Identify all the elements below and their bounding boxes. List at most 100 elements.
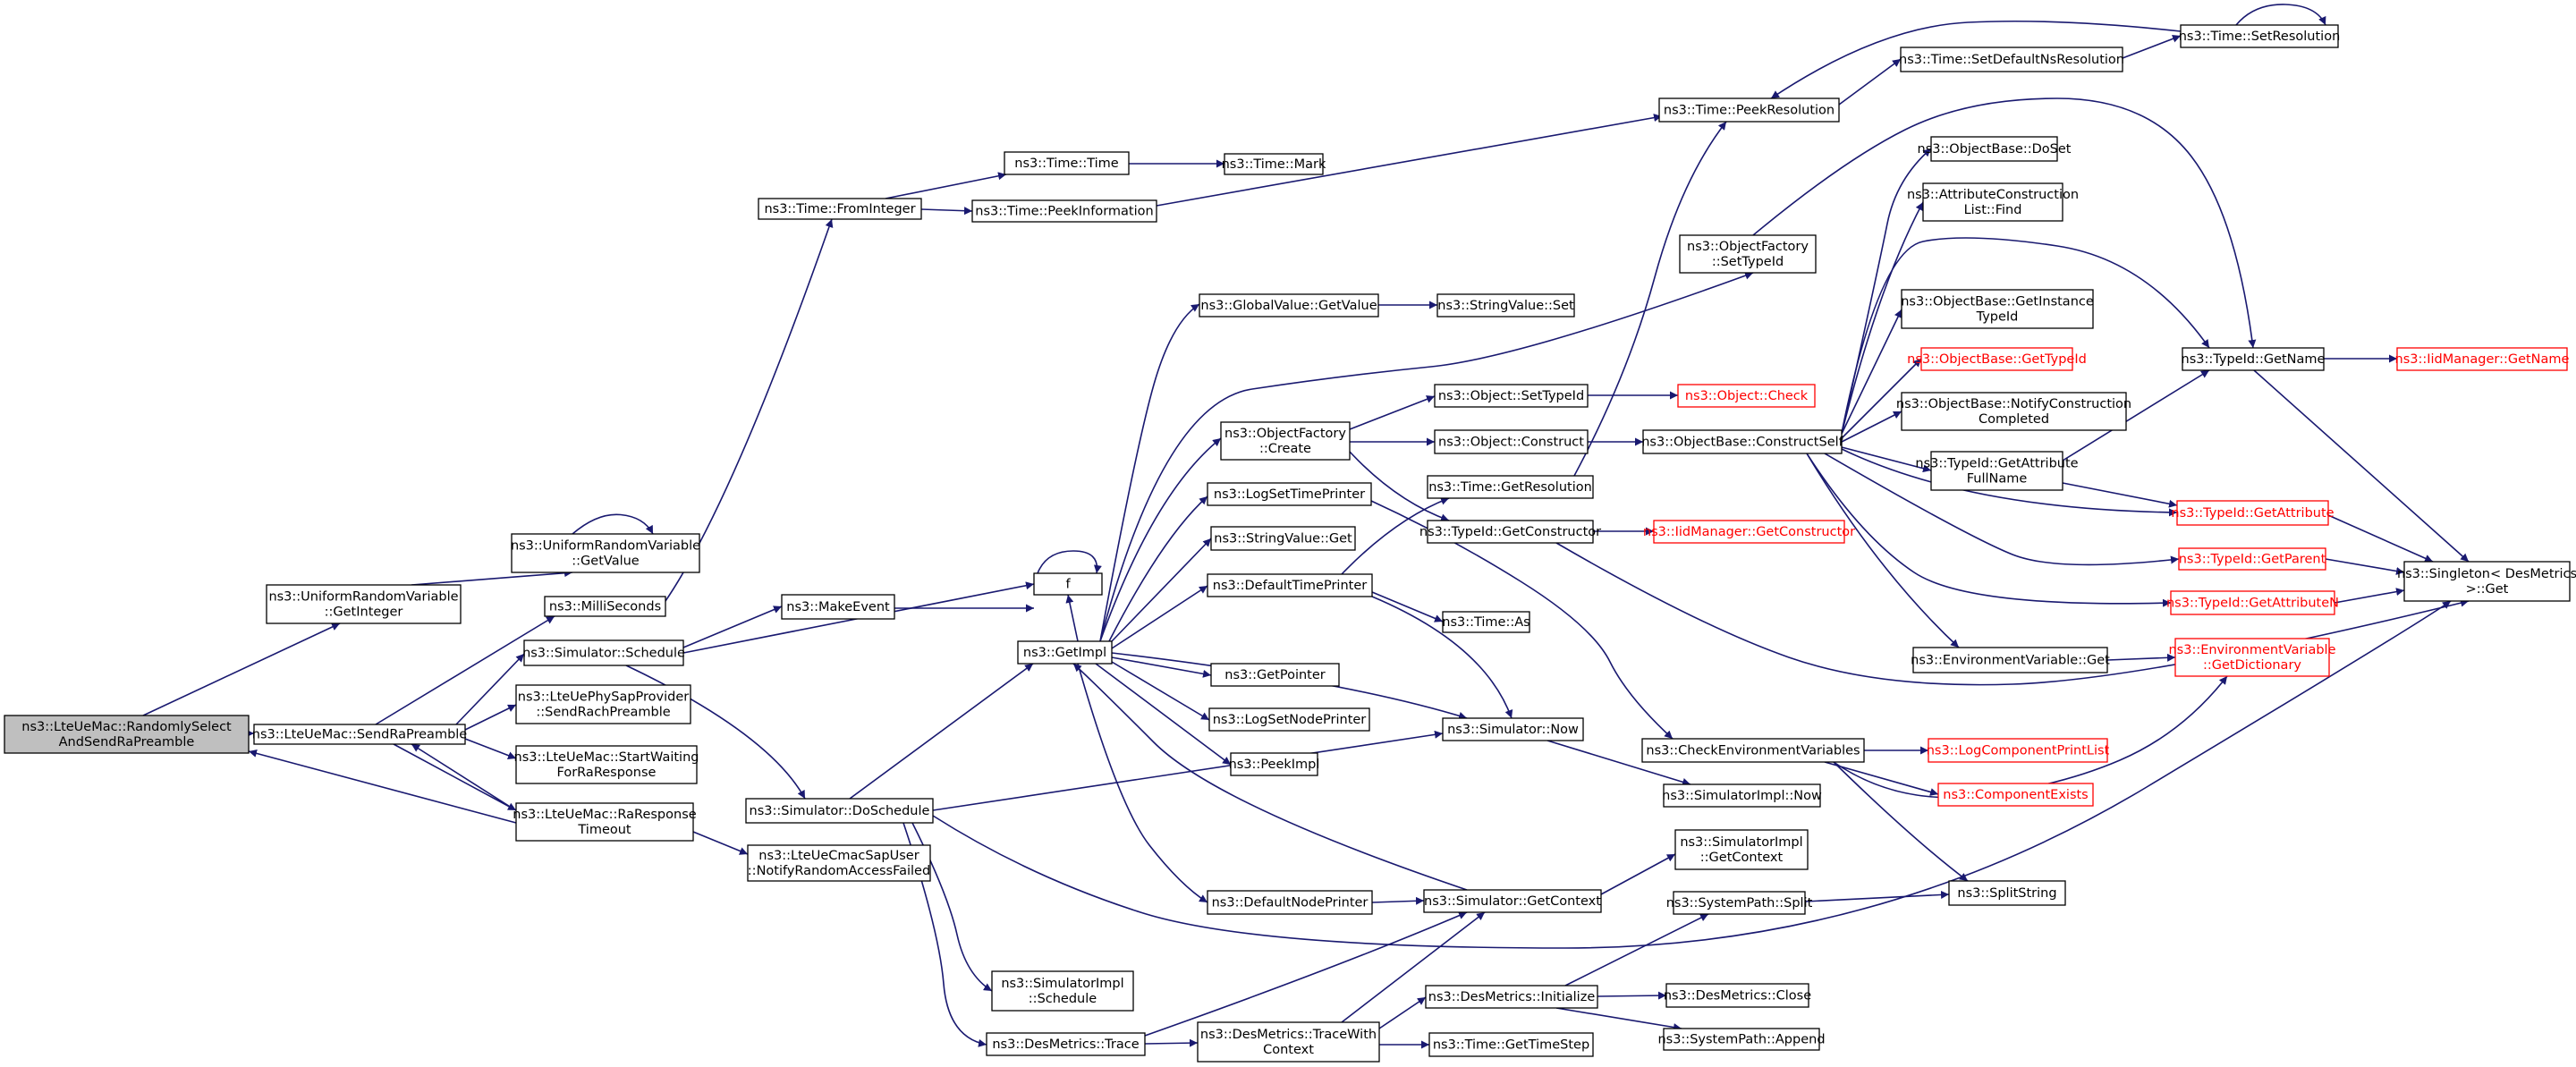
edge-layer	[142, 4, 2470, 1049]
node-label: FullName	[1967, 471, 2028, 486]
node-label: ns3::ObjectBase::DoSet	[1918, 142, 2072, 157]
node-label: List::Find	[1964, 203, 2022, 217]
node-n23[interactable]: ns3::ObjectFactory::Create	[1220, 421, 1351, 461]
node-n42[interactable]: ns3::Simulator::GetContext	[1423, 889, 1602, 913]
node-label: ns3::CheckEnvironmentVariables	[1646, 743, 1860, 758]
node-n36[interactable]: ns3::Time::GetResolution	[1427, 475, 1594, 499]
node-n38[interactable]: ns3::IidManager::GetConstructor	[1643, 520, 1855, 544]
node-n16[interactable]: ns3::MakeEvent	[781, 594, 895, 620]
edge-n15-to-n13	[1770, 20, 2182, 99]
edge-n0-to-n2	[142, 622, 341, 716]
node-n3[interactable]: ns3::UniformRandomVariable::GetValue	[511, 533, 700, 573]
edge-n20-to-n30	[1077, 663, 1208, 903]
edge-n26-to-n40	[1371, 596, 1513, 719]
node-n14[interactable]: ns3::Time::SetDefaultNsResolution	[1899, 47, 2124, 72]
node-n65[interactable]: ns3::TypeId::GetAttribute	[2171, 500, 2334, 526]
node-n34[interactable]: ns3::Object::Check	[1677, 384, 1816, 408]
node-n2[interactable]: ns3::UniformRandomVariable::GetInteger	[266, 584, 462, 624]
node-label: ::GetDictionary	[2203, 658, 2301, 673]
node-n46[interactable]: ns3::DesMetrics::Initialize	[1425, 985, 1598, 1009]
edge-n20-to-n23	[1099, 437, 1222, 642]
node-n0[interactable]: ns3::LteUeMac::RandomlySelectAndSendRaPr…	[4, 715, 250, 754]
node-n24[interactable]: ns3::LogSetTimePrinter	[1207, 482, 1372, 506]
node-n40[interactable]: ns3::Simulator::Now	[1442, 717, 1584, 741]
node-n64[interactable]: ns3::IidManager::GetName	[2395, 347, 2570, 371]
node-n68[interactable]: ns3::EnvironmentVariable::GetDictionary	[2168, 638, 2336, 677]
node-label: ns3::StringValue::Get	[1214, 531, 1352, 546]
node-label: ns3::TypeId::GetAttribute	[2171, 506, 2334, 521]
node-n4[interactable]: ns3::MilliSeconds	[544, 596, 666, 617]
node-n48[interactable]: ns3::SystemPath::Append	[1657, 1028, 1826, 1051]
node-n1[interactable]: ns3::LteUeMac::SendRaPreamble	[252, 724, 468, 745]
edge-n62-to-n68	[2106, 653, 2176, 662]
node-n54[interactable]: ns3::ObjectFactory::SetTypeId	[1679, 234, 1817, 274]
node-n10[interactable]: ns3::Time::Time	[1004, 151, 1130, 175]
node-n13[interactable]: ns3::Time::PeekResolution	[1658, 97, 1840, 123]
node-n31[interactable]: ns3::SimulatorImpl::Schedule	[991, 970, 1134, 1012]
node-n60[interactable]: ns3::ObjectBase::NotifyConstructionCompl…	[1896, 392, 2131, 431]
node-n22[interactable]: ns3::StringValue::Set	[1436, 293, 1575, 318]
node-n69[interactable]: ns3::Singleton< DesMetrics >::Get	[2397, 561, 2576, 602]
node-n66[interactable]: ns3::TypeId::GetParent	[2178, 547, 2326, 571]
node-label: ns3::GetImpl	[1023, 646, 1106, 660]
node-n6[interactable]: ns3::LteUePhySapProvider::SendRachPreamb…	[515, 684, 691, 724]
node-n43[interactable]: ns3::SimulatorImpl::GetContext	[1674, 829, 1809, 870]
node-n56[interactable]: ns3::ObjectBase::DoSet	[1918, 136, 2072, 162]
node-n51[interactable]: ns3::CheckEnvironmentVariables	[1641, 738, 1865, 763]
node-n21[interactable]: ns3::GlobalValue::GetValue	[1199, 293, 1379, 318]
node-label: ns3::EnvironmentVariable	[2168, 643, 2335, 657]
edge-n8-to-n1	[411, 743, 515, 810]
node-n52[interactable]: ns3::LogComponentPrintList	[1927, 738, 2110, 763]
node-n12[interactable]: ns3::Time::Mark	[1222, 153, 1326, 175]
edge-n55-to-n57	[1842, 201, 1924, 431]
node-n9[interactable]: ns3::Time::FromInteger	[758, 198, 922, 220]
node-n35[interactable]: ns3::Object::Construct	[1434, 429, 1589, 454]
node-n62[interactable]: ns3::EnvironmentVariable::Get	[1911, 647, 2110, 673]
edge-n23-to-n37	[1349, 451, 1450, 522]
edge-n13-to-n14	[1838, 58, 1902, 106]
edge-n2-to-n3	[411, 569, 573, 586]
node-box	[1442, 717, 1584, 741]
node-n32[interactable]: ns3::DesMetrics::Trace	[986, 1032, 1146, 1056]
node-n41[interactable]: ns3::SimulatorImpl::Now	[1662, 783, 1822, 808]
edge-n1-to-n8	[393, 743, 517, 811]
node-n26[interactable]: ns3::DefaultTimePrinter	[1207, 573, 1373, 597]
node-n50[interactable]: ns3::SplitString	[1948, 880, 2066, 906]
node-n29[interactable]: ns3::PeekImpl	[1229, 752, 1320, 776]
edge-n23-to-n33	[1349, 395, 1436, 430]
node-n45[interactable]: ns3::Time::GetTimeStep	[1428, 1032, 1594, 1057]
node-n55[interactable]: ns3::ObjectBase::ConstructSelf	[1641, 429, 1844, 454]
node-box	[1207, 482, 1372, 506]
node-n20[interactable]: ns3::GetImpl	[1017, 640, 1113, 665]
node-n67[interactable]: ns3::TypeId::GetAttributeN	[2166, 590, 2339, 615]
node-n25[interactable]: ns3::StringValue::Get	[1210, 526, 1356, 551]
node-label: Completed	[1979, 412, 2049, 427]
node-n28[interactable]: ns3::LogSetNodePrinter	[1208, 707, 1370, 732]
node-n37[interactable]: ns3::TypeId::GetConstructor	[1419, 520, 1601, 544]
node-n49[interactable]: ns3::SystemPath::Split	[1666, 891, 1813, 915]
node-n30[interactable]: ns3::DefaultNodePrinter	[1207, 890, 1373, 915]
node-n15[interactable]: ns3::Time::SetResolution	[2179, 24, 2341, 48]
node-n11[interactable]: ns3::Time::PeekInformation	[971, 199, 1157, 223]
node-n17[interactable]: f	[1033, 572, 1103, 596]
node-n39[interactable]: ns3::Time::As	[1442, 611, 1530, 633]
node-n27[interactable]: ns3::GetPointer	[1210, 663, 1340, 687]
node-n19[interactable]: ns3::LteUeCmacSapUser::NotifyRandomAcces…	[747, 844, 931, 882]
node-n47[interactable]: ns3::DesMetrics::Close	[1664, 983, 1811, 1008]
node-n63[interactable]: ns3::TypeId::GetName	[2182, 347, 2326, 371]
node-n33[interactable]: ns3::Object::SetTypeId	[1434, 384, 1589, 408]
node-n53[interactable]: ns3::ComponentExists	[1937, 783, 2094, 807]
node-label: ns3::TypeId::GetConstructor	[1419, 525, 1601, 539]
node-n18[interactable]: ns3::Simulator::DoSchedule	[745, 798, 934, 824]
node-n59[interactable]: ns3::ObjectBase::GetTypeId	[1907, 347, 2087, 371]
node-label: f	[1065, 577, 1071, 591]
node-n5[interactable]: ns3::Simulator::Schedule	[522, 639, 685, 666]
node-label: ns3::ObjectFactory	[1224, 427, 1346, 441]
edge-n8-to-n19	[692, 831, 749, 855]
